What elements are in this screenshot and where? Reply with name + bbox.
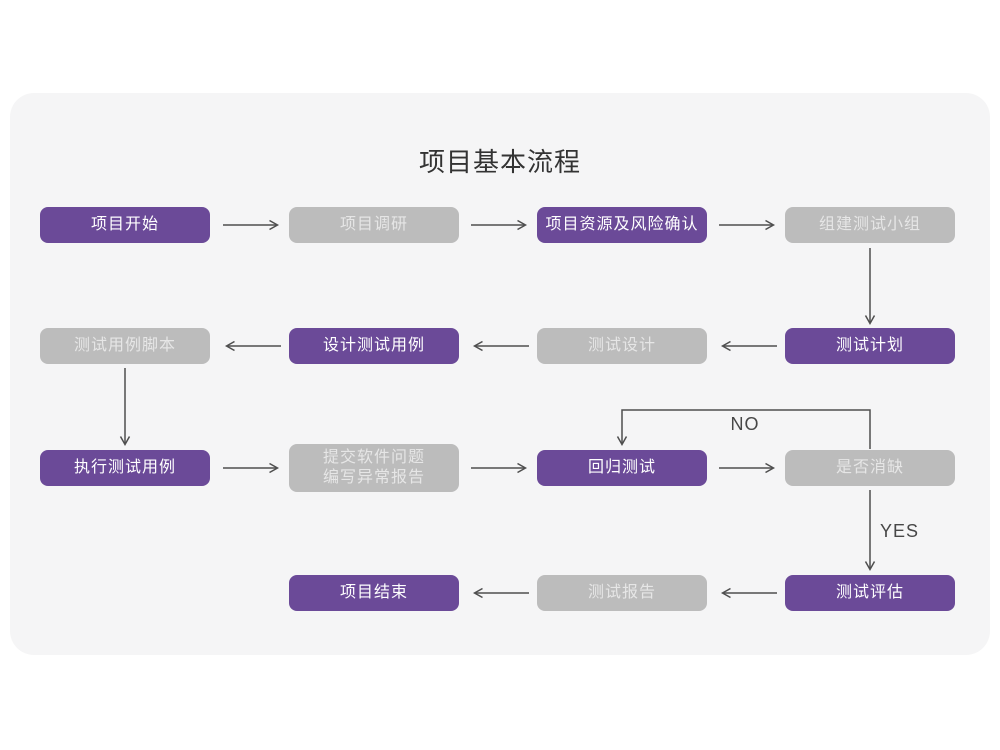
node-label: 测试计划 — [835, 337, 904, 354]
node-label: 测试报告 — [587, 584, 656, 601]
flow-node-project-start: 项目开始 — [40, 207, 210, 243]
flow-node-regression-test: 回归测试 — [537, 450, 707, 486]
flow-node-defect-cleared: 是否消缺 — [785, 450, 955, 486]
node-label: 回归测试 — [587, 459, 656, 476]
flow-node-resource-risk-confirm: 项目资源及风险确认 — [537, 207, 707, 243]
node-label: 执行测试用例 — [73, 459, 176, 476]
flow-node-test-design: 测试设计 — [537, 328, 707, 364]
yes-branch-label: YES — [880, 521, 920, 541]
flow-node-project-end: 项目结束 — [289, 575, 459, 611]
node-label-line2: 编写异常报告 — [322, 469, 425, 486]
node-label: 项目资源及风险确认 — [545, 216, 699, 233]
flow-node-test-report: 测试报告 — [537, 575, 707, 611]
page-title: 项目基本流程 — [418, 147, 581, 177]
node-label: 项目开始 — [90, 216, 159, 233]
flow-node-submit-issue-report: 提交软件问题 编写异常报告 — [289, 444, 459, 492]
flow-node-execute-test-cases: 执行测试用例 — [40, 450, 210, 486]
flowchart-card — [10, 93, 990, 655]
flow-node-design-test-cases: 设计测试用例 — [289, 328, 459, 364]
node-label: 是否消缺 — [835, 459, 904, 476]
flow-node-test-evaluation: 测试评估 — [785, 575, 955, 611]
flow-node-form-test-team: 组建测试小组 — [785, 207, 955, 243]
node-label: 项目调研 — [339, 216, 408, 233]
flow-node-test-plan: 测试计划 — [785, 328, 955, 364]
flow-node-project-research: 项目调研 — [289, 207, 459, 243]
node-label: 组建测试小组 — [818, 216, 921, 233]
node-label-line1: 提交软件问题 — [322, 449, 425, 466]
node-label: 项目结束 — [339, 584, 408, 601]
node-label: 设计测试用例 — [322, 337, 425, 354]
node-label: 测试用例脚本 — [73, 337, 176, 354]
no-branch-label: NO — [730, 414, 760, 434]
node-label: 测试设计 — [587, 337, 656, 354]
node-label: 测试评估 — [835, 584, 904, 601]
flow-node-test-case-script: 测试用例脚本 — [40, 328, 210, 364]
